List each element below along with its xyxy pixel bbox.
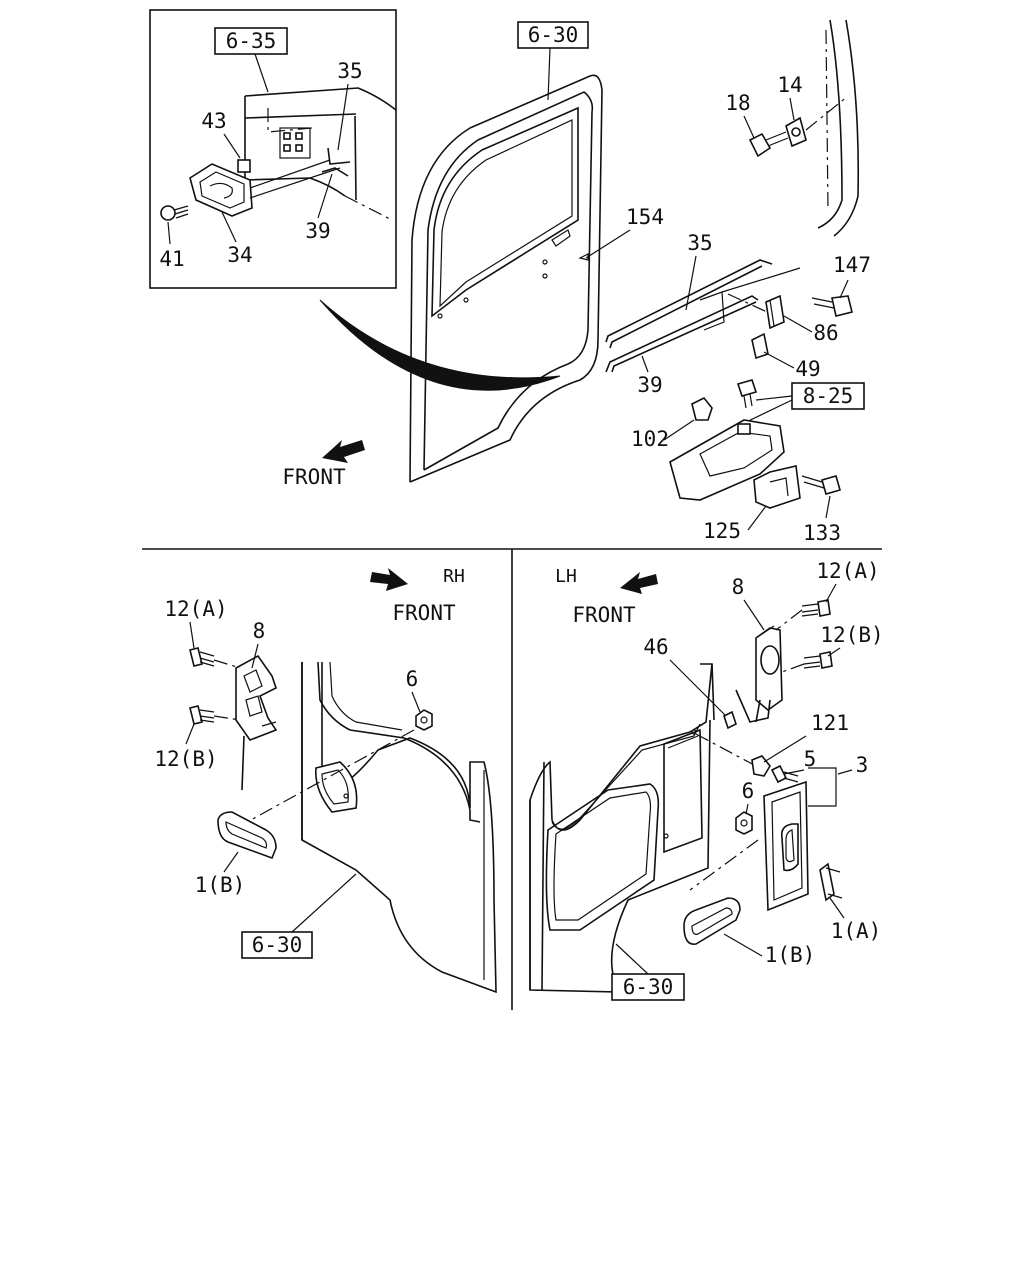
label-102: 102 xyxy=(631,427,669,451)
label-49: 49 xyxy=(795,357,820,381)
label-14: 14 xyxy=(777,73,802,97)
label-34: 34 xyxy=(227,243,252,267)
striker-14-shape xyxy=(785,95,849,148)
rh-nut-6-shape xyxy=(415,709,433,731)
label-125: 125 xyxy=(703,519,741,543)
inset-frame xyxy=(149,9,397,289)
rh-label: RH xyxy=(443,566,465,587)
inset-door-panel xyxy=(244,87,397,221)
label-147: 147 xyxy=(833,253,871,277)
front-label-top: FRONT xyxy=(282,465,346,489)
rh-label-12b: 12(B) xyxy=(154,747,217,771)
label-39-inset: 39 xyxy=(305,219,330,243)
clip-49-shape xyxy=(751,332,769,360)
lh-label-121: 121 xyxy=(811,711,849,735)
clip-102-shape xyxy=(691,396,713,421)
lh-bezel-plate-shape xyxy=(763,780,809,912)
rh-ref-label: 6-30 xyxy=(252,933,303,957)
lh-label-12b: 12(B) xyxy=(820,623,883,647)
bolt-18-shape xyxy=(748,131,789,158)
lh-nut-6-shape xyxy=(735,811,753,835)
rh-latch-8-shape xyxy=(235,654,278,791)
label-86: 86 xyxy=(813,321,838,345)
rh-ref-box: 6-30 xyxy=(241,931,313,959)
door-ref-top-box: 6-30 xyxy=(517,21,589,49)
lh-screw-12b-shape xyxy=(803,651,833,669)
lh-handle-1b-shape xyxy=(683,897,741,945)
lh-ref-box: 6-30 xyxy=(611,973,685,1001)
inset-ref-label: 6-35 xyxy=(226,29,277,53)
pillar-top-right xyxy=(817,19,860,237)
front-label-lh: FRONT xyxy=(572,603,636,627)
ref-8-25-box: 8-25 xyxy=(791,382,865,410)
lh-clip-1a-shape xyxy=(819,862,843,902)
door-ref-top-label: 6-30 xyxy=(528,23,579,47)
lh-bolt-121-shape xyxy=(751,755,771,777)
rh-door-shape xyxy=(301,661,497,994)
bolt-133-shape xyxy=(801,475,841,495)
lh-label-6: 6 xyxy=(742,779,755,803)
lh-label-46: 46 xyxy=(643,635,668,659)
door-top-outline xyxy=(409,74,603,483)
label-18: 18 xyxy=(725,91,750,115)
front-arrow-lh xyxy=(620,572,658,594)
label-41: 41 xyxy=(159,247,184,271)
lh-label: LH xyxy=(555,566,577,587)
lh-label-1a: 1(A) xyxy=(831,919,882,943)
lh-label-1b: 1(B) xyxy=(765,943,816,967)
lh-latch-8-shape xyxy=(735,625,783,723)
block-86-shape xyxy=(765,294,785,330)
lh-screw-5-shape xyxy=(770,764,799,784)
rh-label-6: 6 xyxy=(406,667,419,691)
bolt-147-shape xyxy=(811,295,853,317)
lh-door-shape xyxy=(529,663,715,993)
label-39: 39 xyxy=(637,373,662,397)
lh-label-12a: 12(A) xyxy=(816,559,879,583)
rods-35-39 xyxy=(605,259,801,373)
front-arrow-top xyxy=(322,440,365,463)
rh-label-12a: 12(A) xyxy=(164,597,227,621)
front-arrow-rh xyxy=(370,568,408,591)
lh-ref-label: 6-30 xyxy=(623,975,674,999)
label-43: 43 xyxy=(201,109,226,133)
armrest-switch-shape xyxy=(669,419,785,501)
bolt-8-25-shape xyxy=(736,379,758,409)
lh-label-8: 8 xyxy=(732,575,745,599)
bracket-125-shape xyxy=(753,465,801,509)
label-133: 133 xyxy=(803,521,841,545)
rh-screw-12b-shape xyxy=(189,705,215,725)
lh-label-3: 3 xyxy=(856,753,869,777)
inset-handle-34 xyxy=(189,159,341,217)
label-35-inset: 35 xyxy=(337,59,362,83)
screw-41-shape xyxy=(160,205,189,221)
lh-label-5: 5 xyxy=(804,747,817,771)
ref-8-25-label: 8-25 xyxy=(803,384,854,408)
inset-ref-box: 6-35 xyxy=(214,27,288,55)
label-154: 154 xyxy=(626,205,664,229)
front-label-rh: FRONT xyxy=(392,601,456,625)
rh-label-1b: 1(B) xyxy=(195,873,246,897)
rh-label-8: 8 xyxy=(253,619,266,643)
rh-handle-1b-shape xyxy=(217,811,277,860)
label-35: 35 xyxy=(687,231,712,255)
clip-43-shape xyxy=(237,159,251,173)
lh-screw-12a-shape xyxy=(801,599,831,617)
rh-screw-12a-shape xyxy=(189,647,215,667)
lh-clip-46-shape xyxy=(723,710,737,730)
